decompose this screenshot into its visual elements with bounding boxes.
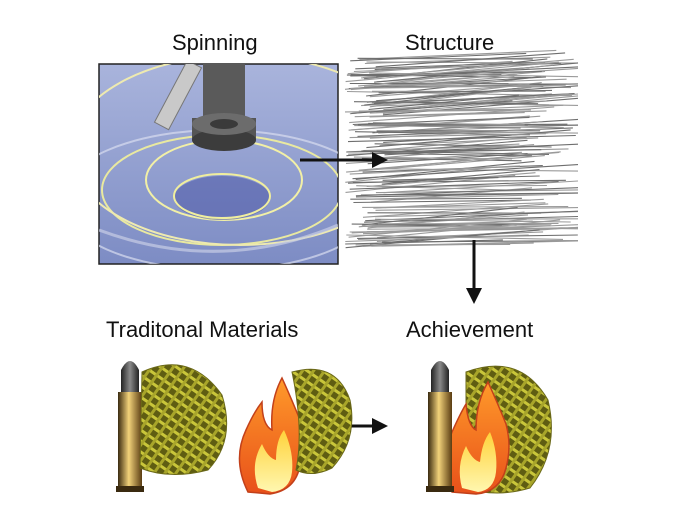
arrow-to-structure — [300, 152, 388, 168]
bullet-icon — [426, 361, 454, 492]
mesh-fabric — [139, 364, 228, 476]
mesh-fabric — [291, 368, 353, 474]
arrow-to-achievement — [466, 240, 482, 304]
structure-title: Structure — [405, 30, 495, 55]
flame-icon — [238, 376, 304, 495]
flame-icon — [445, 380, 510, 495]
bullet-icon — [116, 361, 144, 492]
achievement-title: Achievement — [406, 317, 534, 342]
fiber-bundle — [344, 49, 579, 249]
spinning-title: Spinning — [172, 30, 258, 55]
spinning-bath — [98, 63, 339, 265]
traditional-materials-title: Traditonal Materials — [106, 317, 299, 342]
